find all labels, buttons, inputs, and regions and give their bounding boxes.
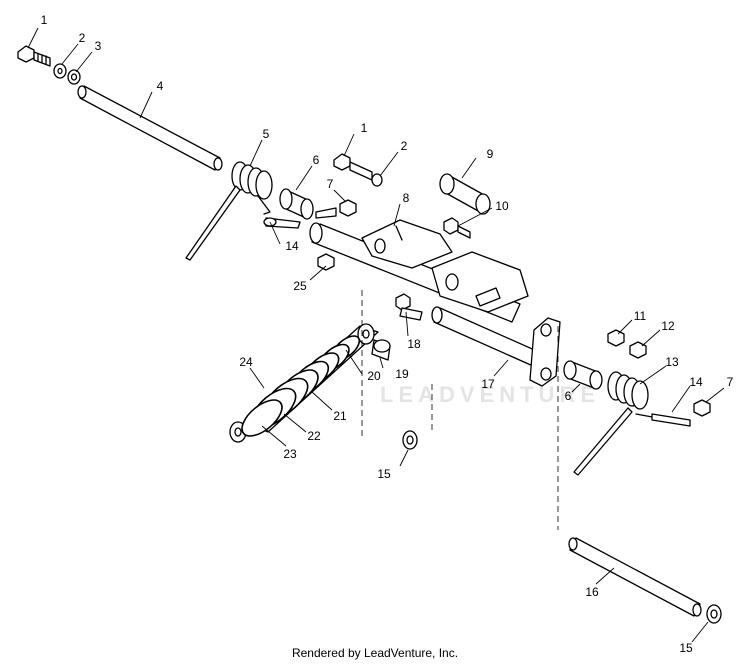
callout-14-left: 14 [285,239,299,253]
callout-5: 5 [263,127,270,141]
shock-absorber-assembly [229,323,379,443]
callout-8: 8 [403,191,410,205]
callout-3: 3 [95,39,102,53]
callout-19: 19 [395,367,409,381]
callout-4: 4 [157,79,164,93]
callout-2-top: 2 [79,31,86,45]
callout-22: 22 [307,429,321,443]
bolt-part-1-middle [333,153,373,181]
callout-18: 18 [407,337,421,351]
nut-part-7-left [339,199,357,217]
bushing-part-6 [279,188,314,220]
callout-6-right: 6 [565,389,572,403]
rod-part-4 [77,85,223,171]
nut-part-25 [317,253,335,271]
washer-part-2-middle [371,173,383,187]
callout-21: 21 [333,409,347,423]
bolt-part-1 [17,45,51,67]
footer-credit: Rendered by LeadVenture, Inc. [291,646,459,660]
callout-9: 9 [487,147,494,161]
callout-10: 10 [495,199,509,213]
bushing-part-6-right [563,360,603,390]
bolt-part-14-right [651,413,691,427]
callout-7-left: 7 [327,177,334,191]
bushing-part-19 [371,339,391,361]
callout-1-top: 1 [41,13,48,27]
callout-12: 12 [661,319,675,333]
callout-7-right: 7 [727,375,734,389]
nut-part-7-right [693,399,711,417]
callout-11: 11 [634,309,647,323]
rod-part-16 [568,537,702,617]
callout-14-right: 14 [689,375,703,389]
callout-6-left: 6 [313,153,320,167]
crossbar-part-17 [431,306,549,371]
callout-24: 24 [239,355,253,369]
tab-part-14-left [263,207,337,229]
callout-15-mid: 15 [377,467,391,481]
callout-16: 16 [585,585,599,599]
bolt-part-18 [395,293,423,321]
roller-part-9 [439,173,491,215]
side-plate-right [529,317,561,387]
torsion-spring-part-13 [573,371,691,476]
callout-17: 17 [481,377,495,391]
callout-13: 13 [665,355,679,369]
nut-part-11 [607,329,625,347]
callout-25: 25 [293,279,307,293]
callout-15-lower: 15 [679,641,693,655]
callout-20: 20 [367,369,381,383]
watermark: LEADVENTURE [380,382,601,407]
callout-2-mid: 2 [401,139,408,153]
callout-1-mid: 1 [361,121,368,135]
callout-23: 23 [283,447,297,461]
bracket-part-8 [361,219,453,269]
bracket-rear [431,251,529,313]
bolt-part-10 [443,217,459,235]
torsion-spring-part-5 [185,161,273,261]
